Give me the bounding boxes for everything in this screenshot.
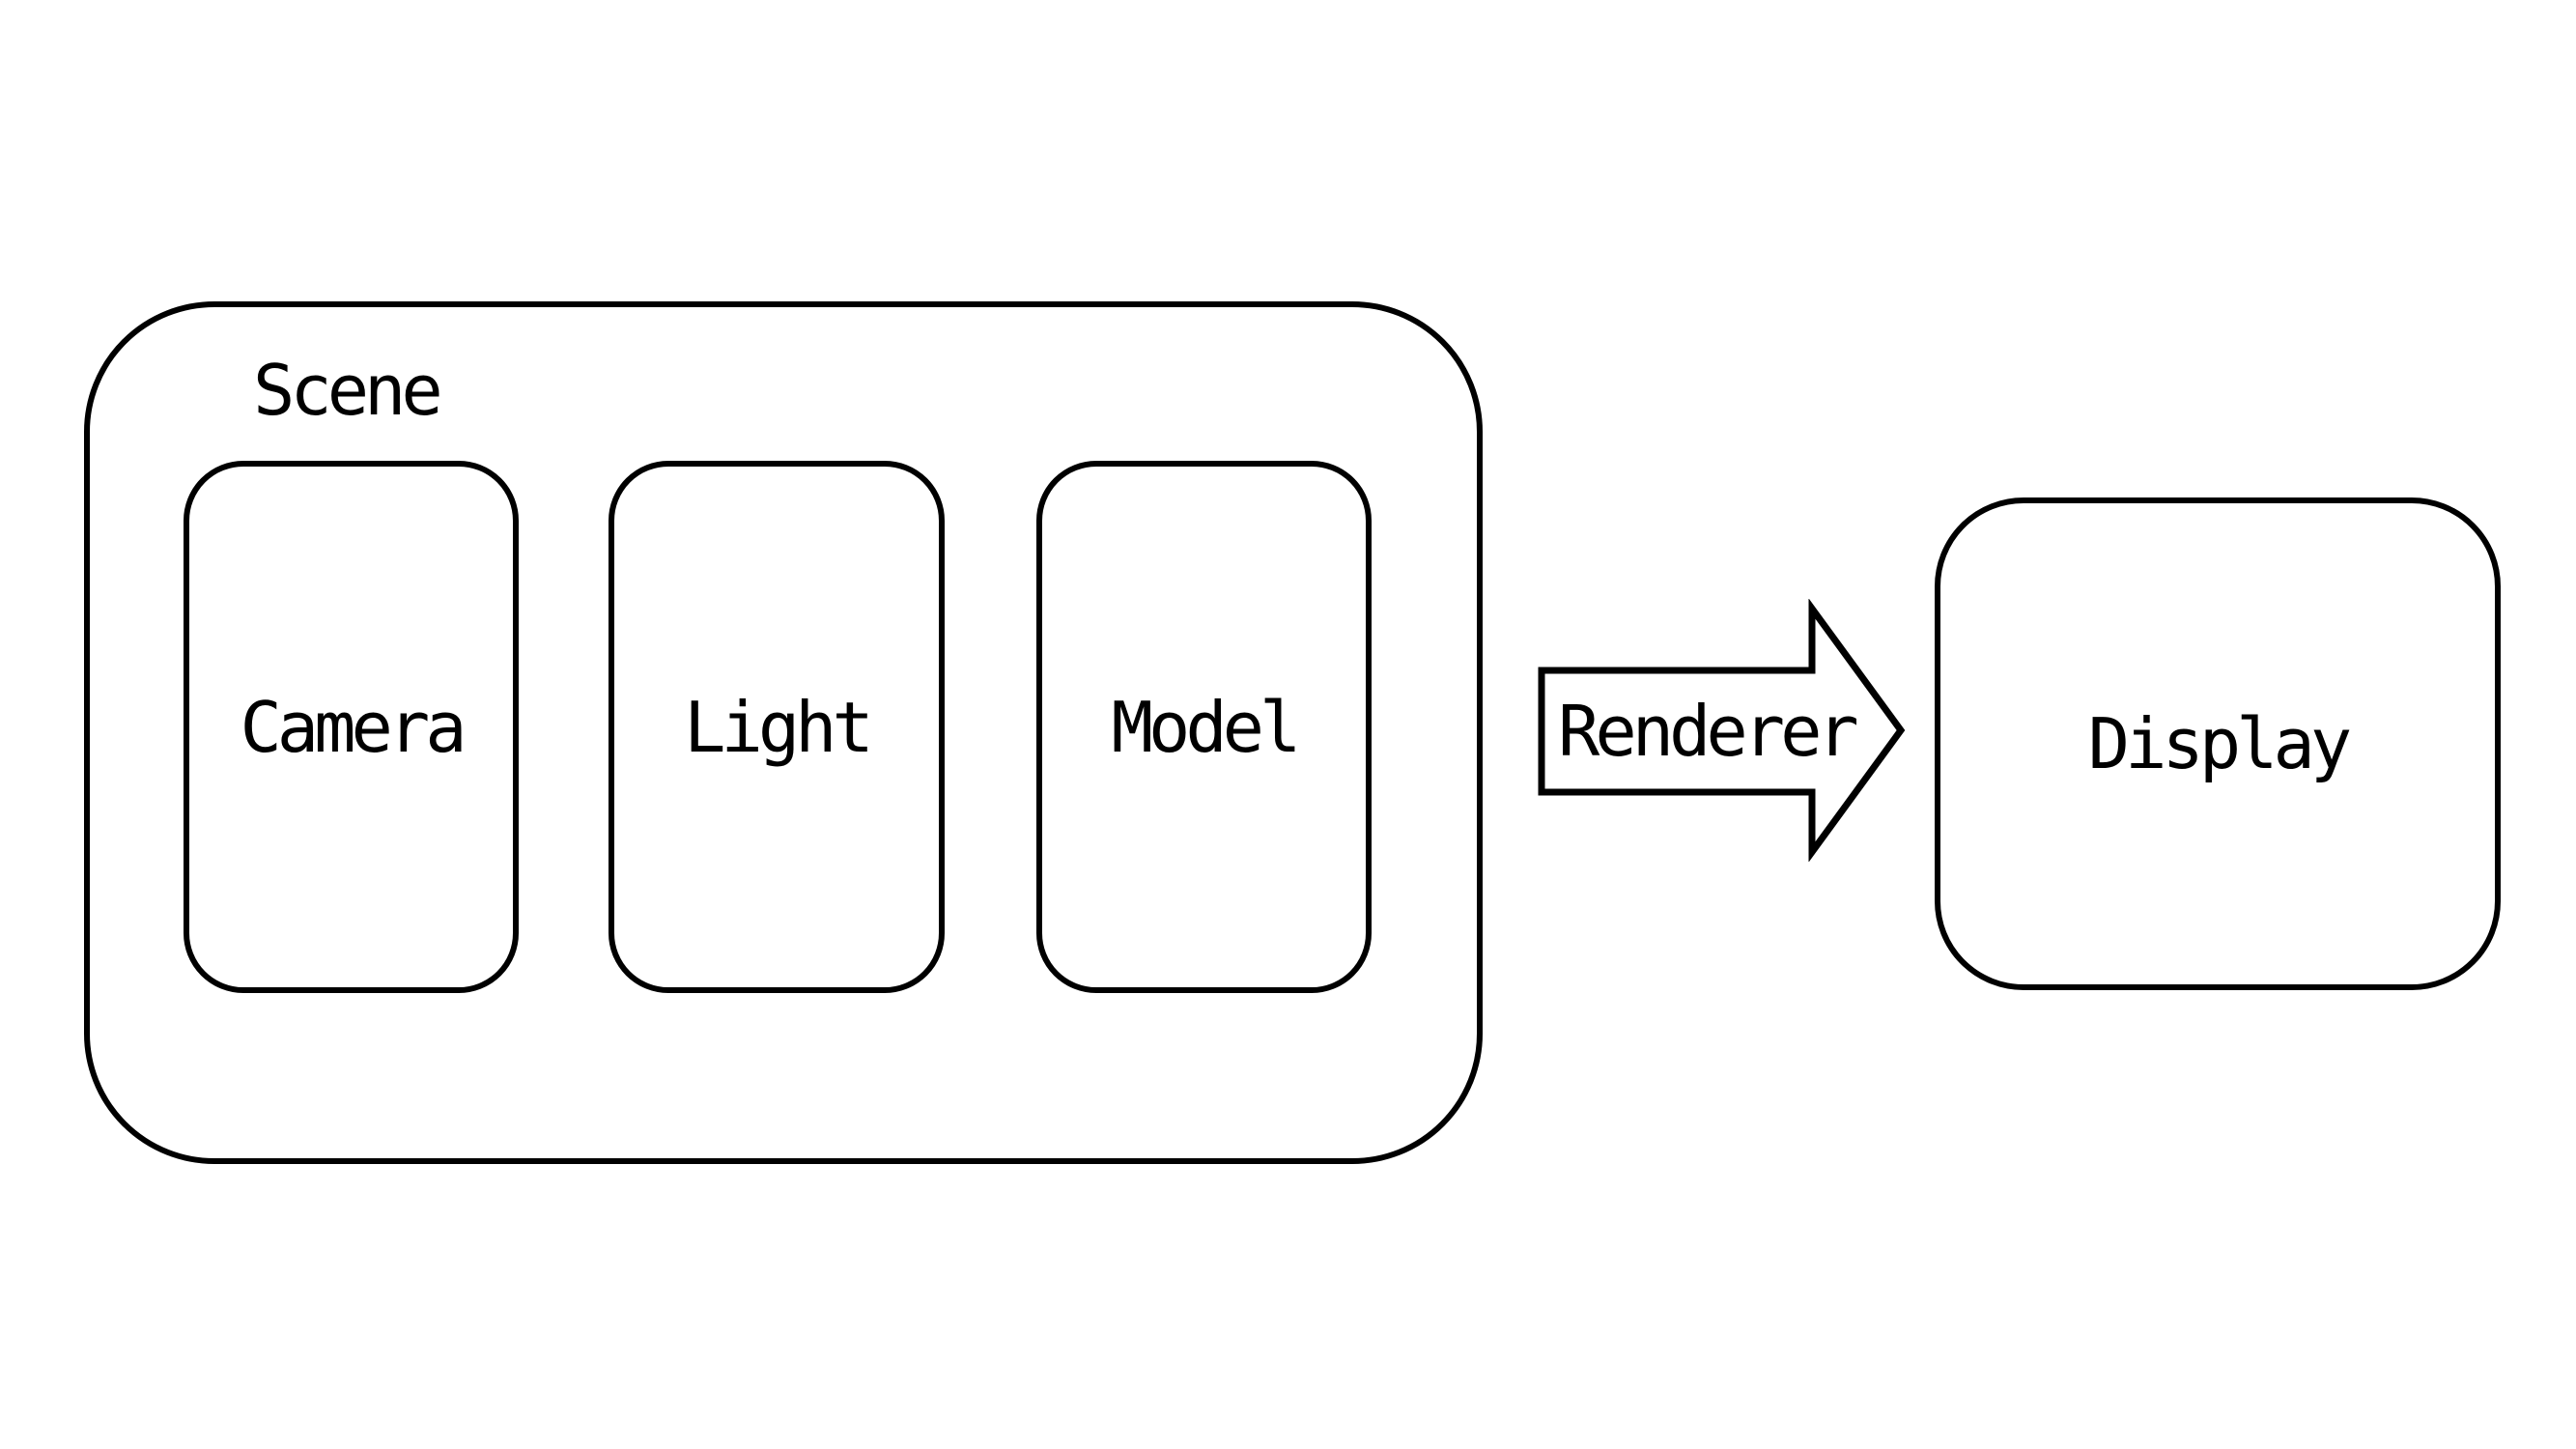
model-label: Model <box>1111 686 1302 768</box>
light-node-box: Light <box>609 461 945 993</box>
light-label: Light <box>684 686 874 768</box>
scene-label: Scene <box>253 350 443 431</box>
display-node-box: Display <box>1935 497 2501 990</box>
display-label: Display <box>2087 703 2352 784</box>
right-block-arrow-shape <box>1538 599 1906 862</box>
camera-label: Camera <box>240 686 467 768</box>
renderer-label: Renderer <box>1558 691 1859 772</box>
model-node-box: Model <box>1036 461 1372 993</box>
renderer-arrow-icon <box>1538 599 1906 862</box>
camera-node-box: Camera <box>184 461 519 993</box>
